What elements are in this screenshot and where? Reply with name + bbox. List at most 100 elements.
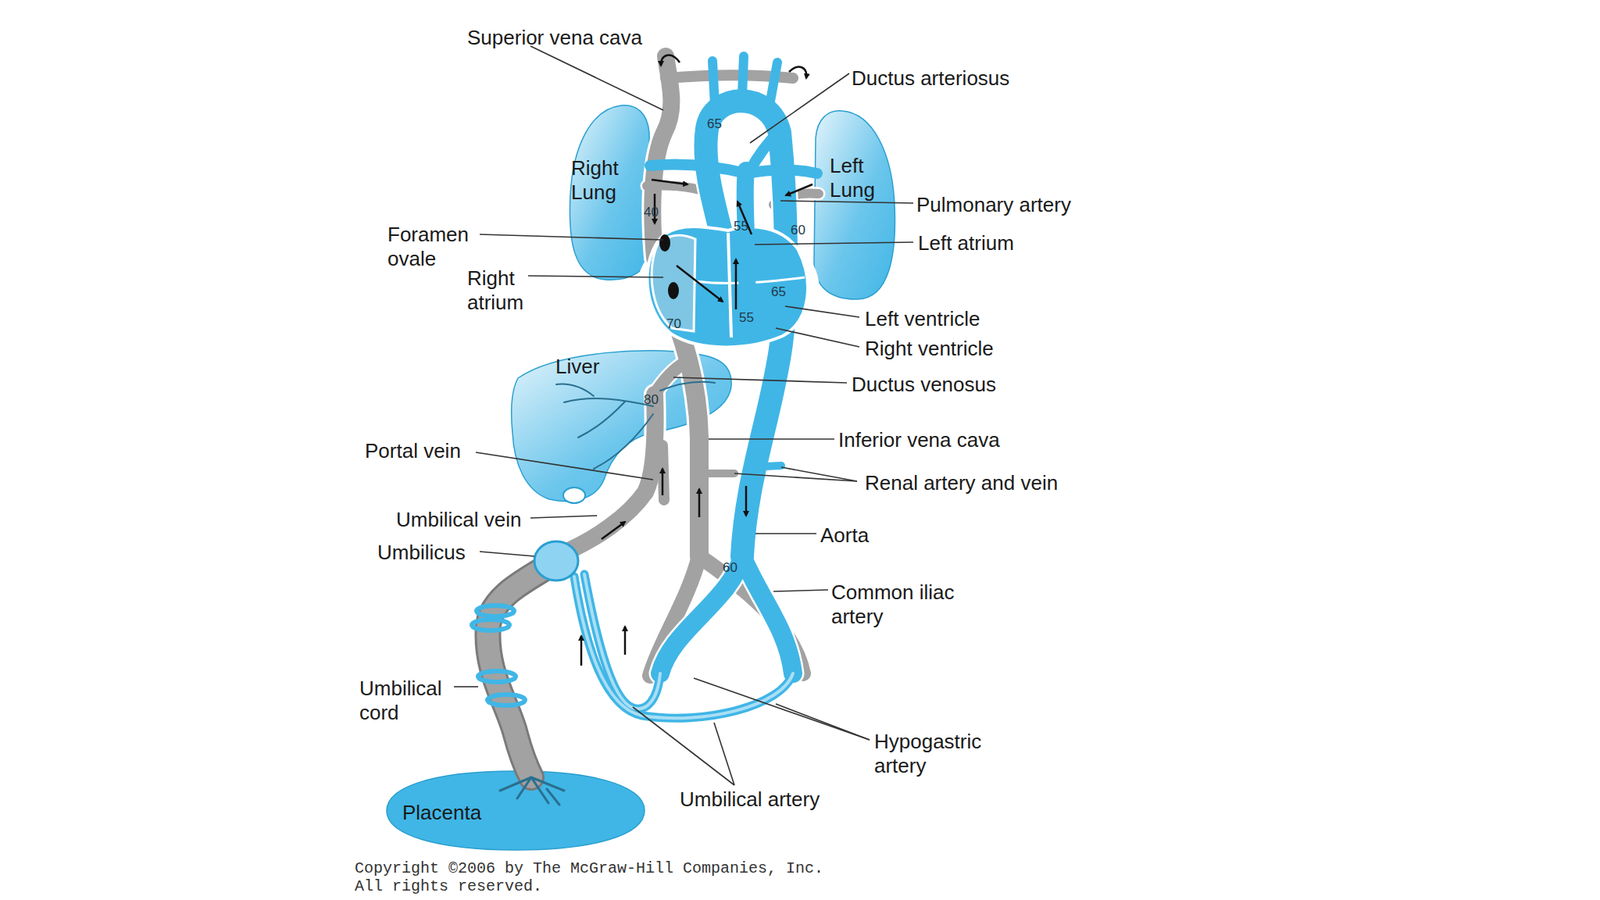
part-label: Common iliac artery [831, 580, 968, 629]
leader-line [530, 46, 664, 111]
leader-line [530, 515, 597, 518]
heart-body [659, 234, 671, 252]
vein-vessel [646, 185, 713, 197]
vein-vessel [652, 56, 672, 258]
vein-vessel [673, 312, 700, 557]
umbilical-cord [471, 541, 579, 805]
artery-vessel [660, 556, 743, 674]
organ-label: Liver [555, 354, 650, 379]
organ-shape: Right Lung [566, 101, 654, 282]
heart-body [745, 170, 748, 321]
flow-arrow [789, 67, 807, 79]
umbilical-cord [534, 541, 579, 581]
organ-shape: Liver [510, 346, 733, 505]
artery-vessel [712, 60, 715, 106]
vein-vessel [699, 556, 804, 674]
leader-line [775, 328, 860, 347]
umbilical-cord [478, 671, 516, 683]
placenta-outline [386, 771, 645, 850]
part-label: Umbilical vein [396, 507, 522, 533]
llung-outline [814, 110, 895, 300]
flow-arrow [785, 184, 813, 196]
flow-arrow [735, 259, 738, 310]
artery-vessel [742, 556, 793, 674]
callout-number: 80 [643, 392, 659, 408]
liver-outline [511, 350, 732, 502]
flow-arrow [745, 485, 748, 516]
part-label: Portal vein [364, 439, 461, 464]
pericardium-outline [639, 225, 818, 350]
leader-line [453, 685, 479, 688]
callout-number: 70 [666, 317, 682, 332]
umbilical-cord [471, 619, 510, 631]
artery-outline [705, 100, 786, 557]
callout-number: 65 [771, 285, 786, 300]
heart-body [746, 170, 818, 175]
heart-body [646, 226, 808, 347]
gallbladder [563, 487, 586, 504]
flow-arrow [601, 521, 625, 540]
umbilical-artery-core [574, 574, 793, 718]
artery-outline [742, 556, 793, 674]
vein-outline [662, 445, 665, 500]
heart-body [650, 164, 747, 174]
vein-vessel [662, 445, 665, 500]
organ-label: Right Lung [571, 156, 634, 205]
part-label: Inferior vena cava [838, 428, 1000, 453]
leader-line [755, 532, 817, 535]
heart-body [695, 277, 805, 283]
vein-vessel [699, 469, 735, 478]
heart-body [728, 232, 732, 338]
flow-arrow [698, 489, 701, 518]
umbilical-cord [476, 605, 515, 617]
part-label: Renal artery and vein [864, 471, 1058, 496]
callout-number: 60 [790, 223, 806, 238]
part-label: Left atrium [917, 231, 1015, 256]
part-label: Right atrium [467, 266, 546, 315]
umbilical-cord [487, 560, 557, 778]
copyright-caption: Copyright ©2006 by The McGraw-Hill Compa… [354, 859, 847, 896]
flow-arrow [651, 179, 688, 185]
umbilical-cord [487, 560, 557, 778]
flow-arrow [660, 55, 680, 66]
part-label: Pulmonary artery [916, 192, 1072, 218]
part-label: Right ventricle [864, 336, 994, 361]
part-label: Umbilical cord [359, 676, 461, 725]
leader-line [773, 589, 829, 592]
part-label: Foramen ovale [387, 222, 482, 272]
artery-vessel [584, 574, 661, 709]
leader-line [632, 707, 735, 786]
artery-outline [660, 556, 743, 674]
part-label: Hypogastric artery [874, 729, 1000, 779]
organ-label: Placenta [402, 800, 512, 825]
umbilical-artery-core [574, 576, 793, 718]
leader-line [781, 467, 858, 482]
vein-vessel [773, 193, 819, 205]
pericardium-outline [639, 225, 818, 350]
callout-number: 40 [643, 205, 659, 220]
flow-arrow [661, 468, 665, 496]
artery-vessel [750, 465, 782, 468]
vein-outline [652, 56, 672, 258]
artery-vessel [574, 576, 793, 718]
leader-line [693, 678, 870, 740]
leader-line [708, 438, 835, 440]
leader-line [479, 551, 535, 557]
organ-shape: Left Lung [810, 107, 899, 301]
vein-vessel [650, 556, 700, 676]
leader-line [734, 473, 858, 482]
heart-body [651, 235, 696, 332]
leader-line [785, 306, 860, 318]
umbilical-cord [487, 694, 525, 706]
callout-number: 60 [722, 560, 738, 575]
vein-outline [646, 185, 713, 197]
rlung-outline [569, 105, 651, 280]
llung-shape [810, 107, 899, 301]
vein-outline [650, 556, 700, 676]
part-label: Superior vena cava [467, 25, 643, 50]
artery-vessel [742, 56, 744, 96]
vein-outline [673, 312, 700, 557]
flow-arrow [580, 635, 583, 666]
